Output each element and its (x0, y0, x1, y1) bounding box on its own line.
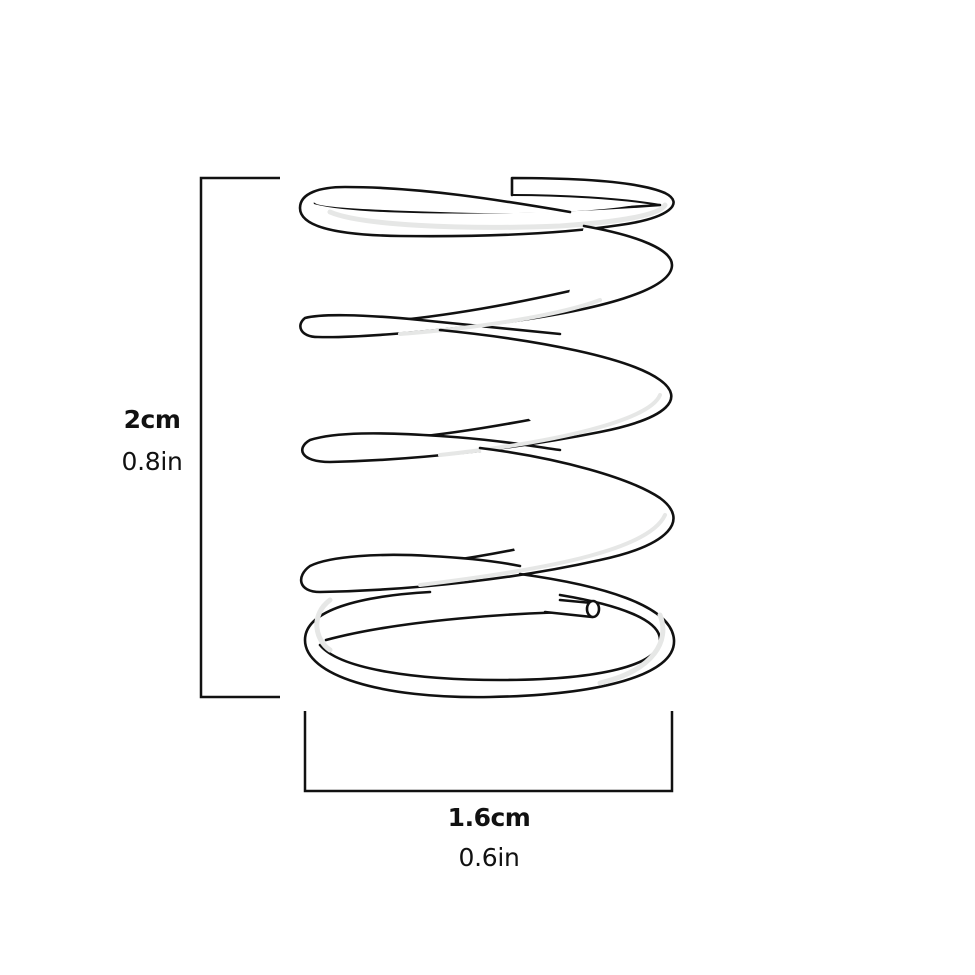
height-metric-label: 2cm (123, 405, 181, 434)
width-metric-label: 1.6cm (447, 803, 531, 832)
height-imperial-label: 0.8in (121, 447, 183, 476)
height-bracket (199, 176, 280, 699)
spring-illustration (298, 176, 676, 699)
width-imperial-label: 0.6in (458, 843, 520, 872)
width-bracket (303, 711, 674, 793)
